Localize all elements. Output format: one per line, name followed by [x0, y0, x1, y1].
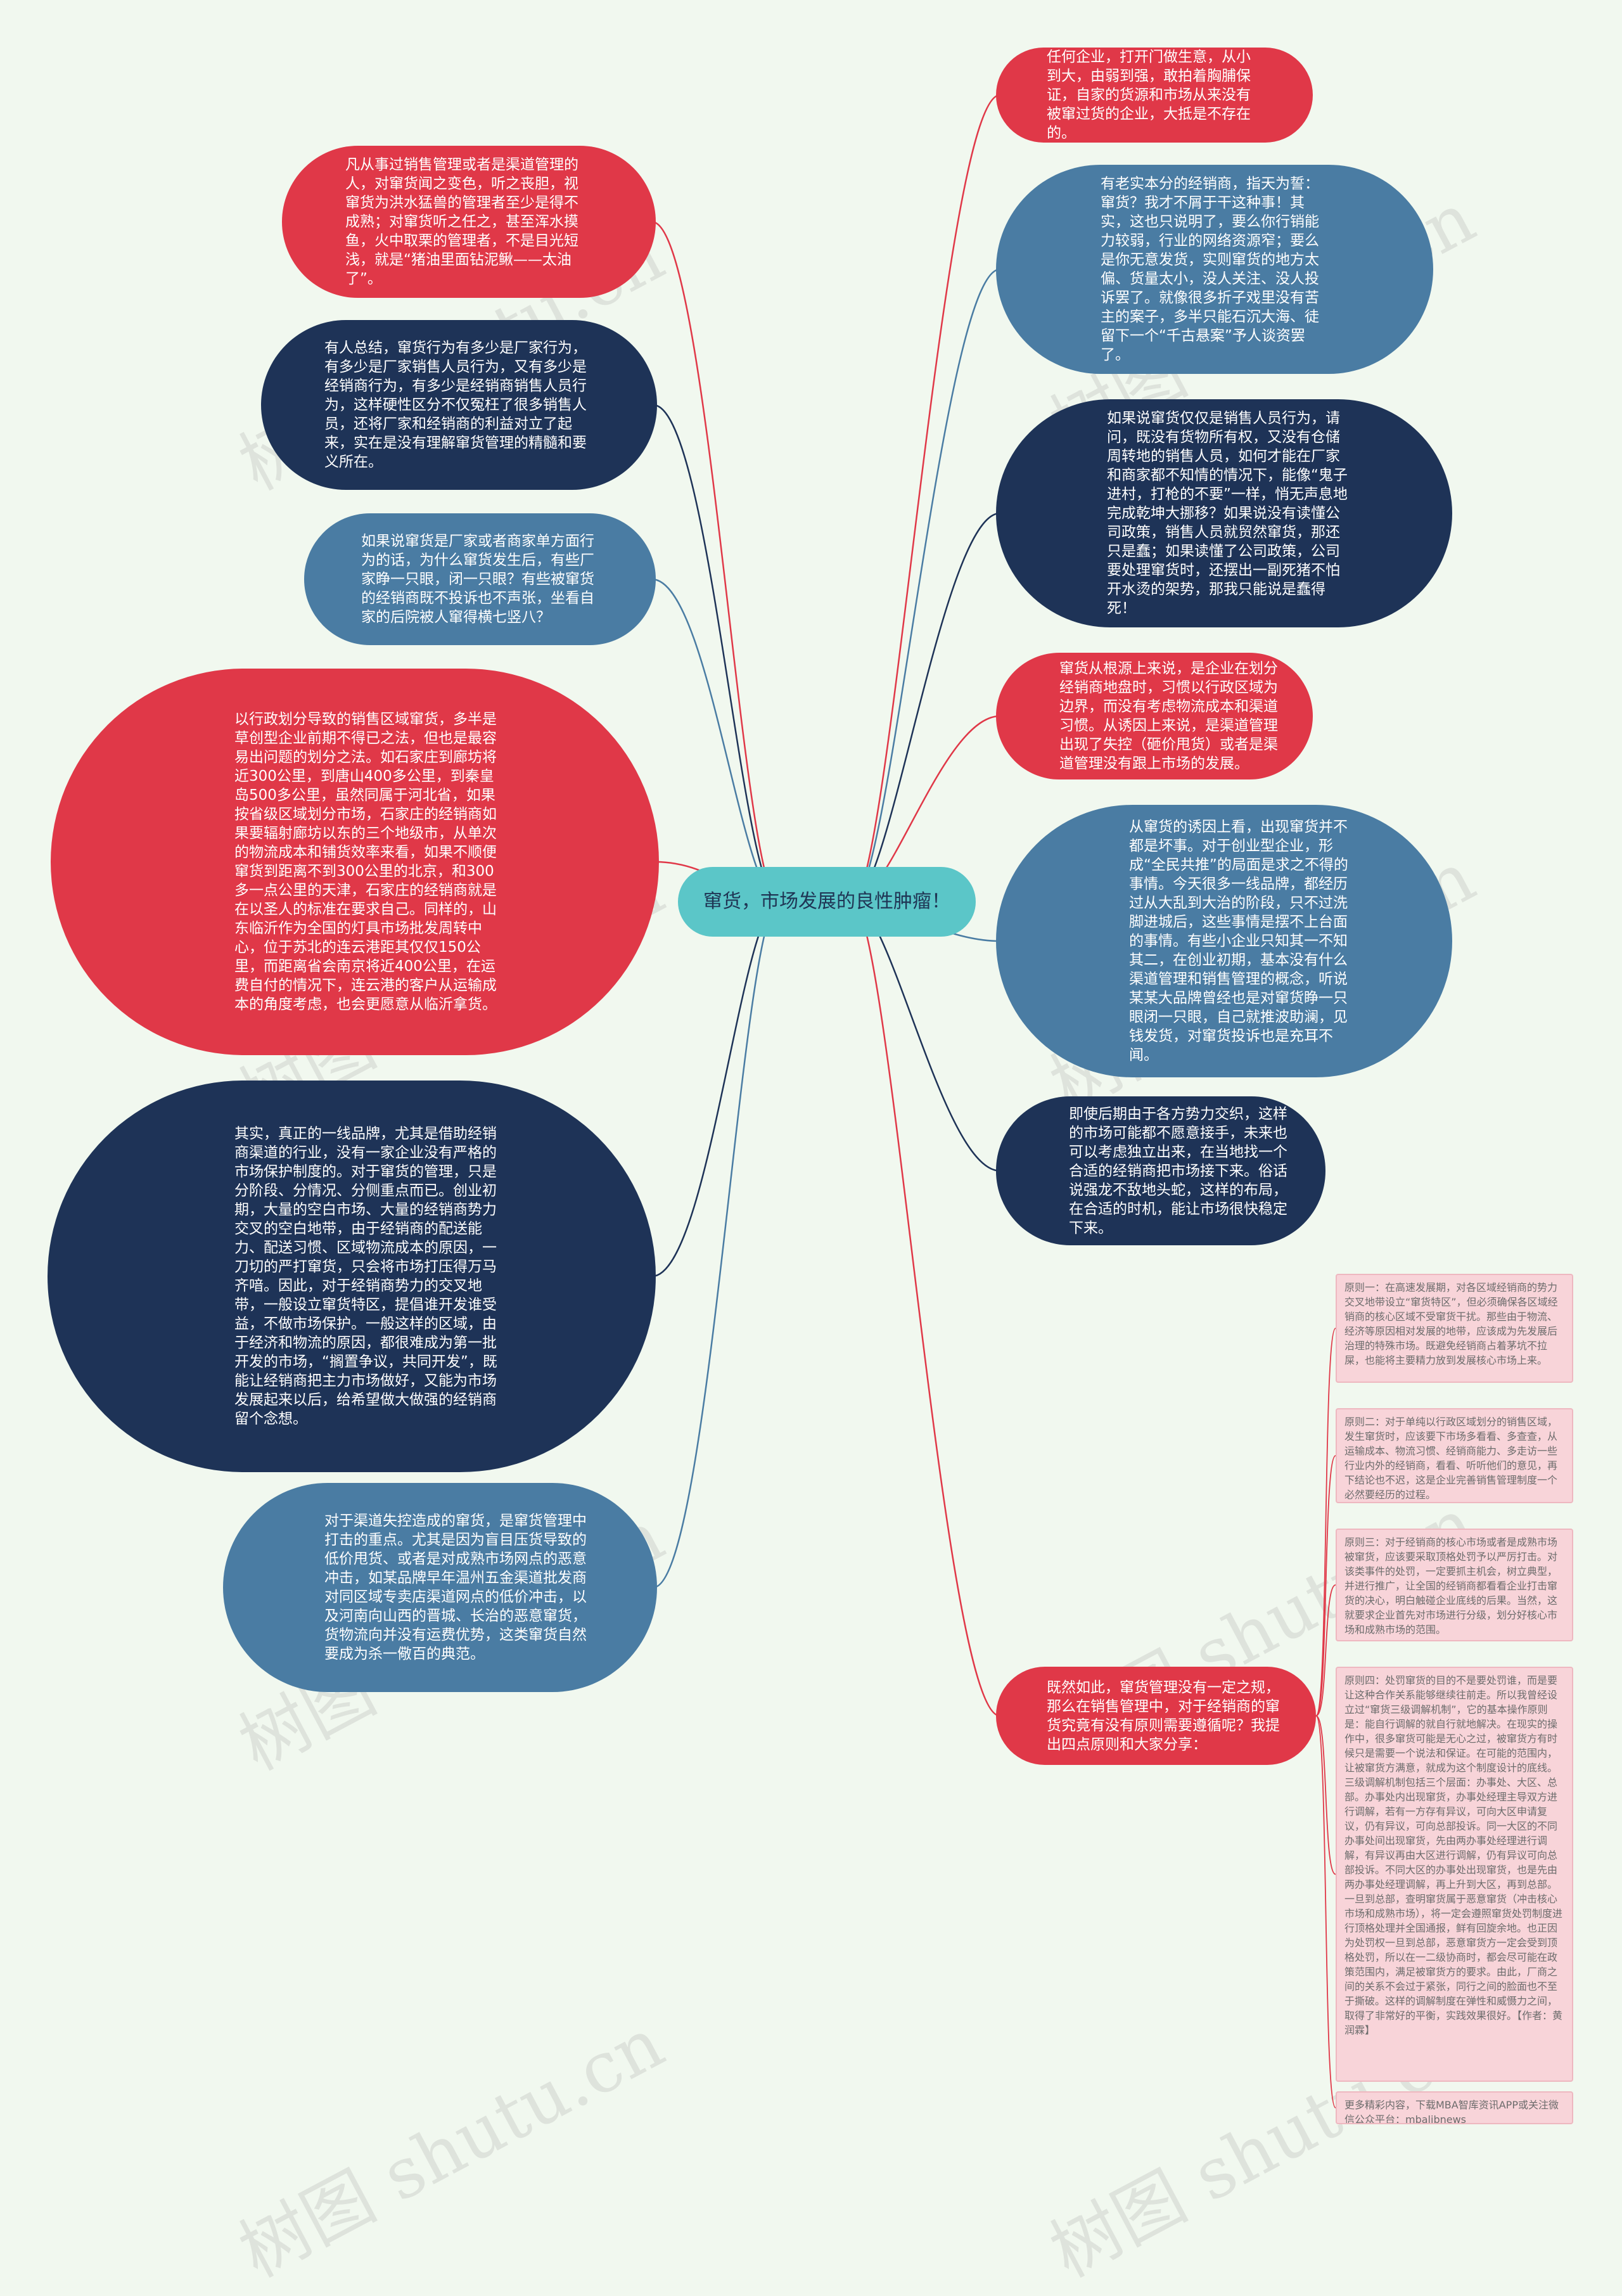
right-node-1[interactable]: 任何企业，打开门做生意，从小到大，由弱到强，敢拍着胸脯保证，自家的货源和市场从来…: [996, 48, 1313, 143]
connector-right-7: [852, 268, 1000, 903]
principle-note-5: 更多精彩内容，下载MBA智库资讯APP或关注微信公众平台：mbalibnews: [1336, 2091, 1573, 2124]
connector-right-11: [852, 901, 1000, 1172]
connector-right-12: [852, 901, 1000, 1717]
left-node-5[interactable]: 其实，真正的一线品牌，尤其是借助经销商渠道的行业，没有一家企业没有严格的市场保护…: [48, 1081, 656, 1472]
right-node-4-text: 窜货从根源上来说，是企业在划分经销商地盘时，习惯以行政区域为边界，而没有考虑物流…: [1059, 660, 1278, 772]
right-node-2[interactable]: 有老实本分的经销商，指天为誓：窜货？我才不屑于干这种事！其实，这也只说明了，要么…: [996, 165, 1433, 374]
left-node-5-text: 其实，真正的一线品牌，尤其是借助经销商渠道的行业，没有一家企业没有严格的市场保护…: [234, 1126, 497, 1427]
principle-note-2: 原则二：对于单纯以行政区域划分的销售区域，发生窜货时，应该要下市场多看看、多查查…: [1336, 1408, 1573, 1503]
left-node-6[interactable]: 对于渠道失控造成的窜货，是窜货管理中打击的重点。尤其是因为盲目压货导致的低价甩货…: [223, 1483, 657, 1692]
principle-note-3: 原则三：对于经销商的核心市场或者是成熟市场被窜货，应该要采取顶格处罚予以严厉打击…: [1336, 1529, 1573, 1641]
connector-note-4: [1315, 1715, 1336, 2108]
left-node-6-text: 对于渠道失控造成的窜货，是窜货管理中打击的重点。尤其是因为盲目压货导致的低价甩货…: [324, 1513, 587, 1662]
left-node-4-text: 以行政划分导致的销售区域窜货，多半是草创型企业前期不得已之法，但也是最容易出问题…: [234, 711, 497, 1013]
left-node-2[interactable]: 有人总结，窜货行为有多少是厂家行为，有多少是厂家销售人员行为，又有多少是经销商行…: [261, 320, 657, 490]
right-node-3[interactable]: 如果说窜货仅仅是销售人员行为，请问，既没有货物所有权，又没有仓储周转地的销售人员…: [996, 399, 1452, 627]
connector-right-6: [852, 94, 1000, 903]
connector-note-1: [1315, 1455, 1336, 1717]
left-node-4[interactable]: 以行政划分导致的销售区域窜货，多半是草创型企业前期不得已之法，但也是最容易出问题…: [51, 669, 659, 1055]
connector-note-0: [1315, 1328, 1336, 1717]
right-node-6[interactable]: 即使后期由于各方势力交织，这样的市场可能都不愿意接手，未来也可以考虑独立出来，在…: [996, 1096, 1325, 1245]
connector-left-0: [651, 221, 780, 903]
right-node-4[interactable]: 窜货从根源上来说，是企业在划分经销商地盘时，习惯以行政区域为边界，而没有考虑物流…: [996, 653, 1313, 779]
left-node-3[interactable]: 如果说窜货是厂家或者商家单方面行为的话，为什么窜货发生后，有些厂家睁一只眼，闭一…: [304, 513, 656, 645]
right-node-2-text: 有老实本分的经销商，指天为誓：窜货？我才不屑于干这种事！其实，这也只说明了，要么…: [1101, 176, 1319, 363]
connector-left-2: [651, 578, 780, 903]
central-topic[interactable]: 窜货，市场发展的良性肿瘤！: [678, 867, 976, 937]
right-node-7-text: 既然如此，窜货管理没有一定之规，那么在销售管理中，对于经销商的窜货究竟有没有原则…: [1047, 1679, 1280, 1753]
left-node-1-text: 凡从事过销售管理或者是渠道管理的人，对窜货闻之变色，听之丧胆，视窜货为洪水猛兽的…: [345, 157, 578, 287]
connector-note-2: [1315, 1584, 1336, 1717]
left-node-3-text: 如果说窜货是厂家或者商家单方面行为的话，为什么窜货发生后，有些厂家睁一只眼，闭一…: [361, 533, 594, 625]
principle-note-4: 原则四：处罚窜货的目的不是要处罚谁，而是要让这种合作关系能够继续往前走。所以我曾…: [1336, 1667, 1573, 2082]
connector-left-5: [653, 901, 780, 1589]
right-node-1-text: 任何企业，打开门做生意，从小到大，由弱到强，敢拍着胸脯保证，自家的货源和市场从来…: [1047, 49, 1251, 141]
right-node-3-text: 如果说窜货仅仅是销售人员行为，请问，既没有货物所有权，又没有仓储周转地的销售人员…: [1107, 410, 1348, 617]
right-node-5-text: 从窜货的诱因上看，出现窜货并不都是坏事。对于创业型企业，形成“全民共推”的局面是…: [1129, 819, 1348, 1063]
left-node-2-text: 有人总结，窜货行为有多少是厂家行为，有多少是厂家销售人员行为，又有多少是经销商行…: [324, 340, 587, 470]
left-node-1[interactable]: 凡从事过销售管理或者是渠道管理的人，对窜货闻之变色，听之丧胆，视窜货为洪水猛兽的…: [282, 146, 656, 298]
principle-note-1: 原则一：在高速发展期，对各区域经销商的势力交叉地带设立“窜货特区”，但必须确保各…: [1336, 1274, 1573, 1383]
connector-note-3: [1315, 1715, 1336, 1875]
right-node-6-text: 即使后期由于各方势力交织，这样的市场可能都不愿意接手，未来也可以考虑独立出来，在…: [1069, 1105, 1287, 1236]
right-node-7[interactable]: 既然如此，窜货管理没有一定之规，那么在销售管理中，对于经销商的窜货究竟有没有原则…: [996, 1667, 1316, 1765]
connector-left-1: [653, 404, 780, 903]
right-node-5[interactable]: 从窜货的诱因上看，出现窜货并不都是坏事。对于创业型企业，形成“全民共推”的局面是…: [996, 805, 1452, 1077]
